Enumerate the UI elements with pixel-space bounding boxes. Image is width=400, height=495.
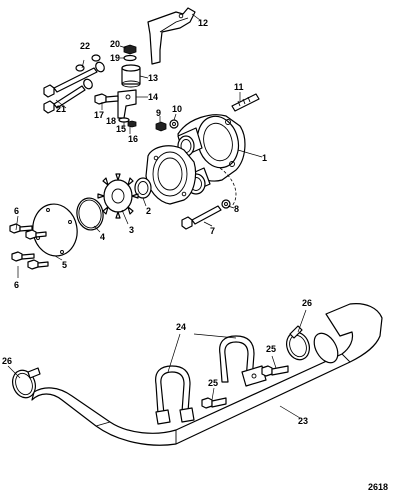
callout-25-right: 25 xyxy=(266,344,276,354)
callout-10: 10 xyxy=(172,104,182,114)
washer-10 xyxy=(169,119,179,129)
stud-11 xyxy=(231,93,260,112)
callout-18: 18 xyxy=(106,116,116,126)
screw-25-left xyxy=(201,397,227,409)
screw-25-right xyxy=(261,365,289,377)
bolt-21-lower xyxy=(43,78,93,114)
nut-15 xyxy=(127,120,137,128)
callout-7: 7 xyxy=(210,226,215,236)
nut-9 xyxy=(155,121,167,132)
callout-8: 8 xyxy=(234,204,239,214)
washer-18 xyxy=(118,117,130,123)
pump-cover-plate xyxy=(145,145,197,205)
isolator-mount xyxy=(121,64,141,88)
gasket-o-ring xyxy=(76,197,104,231)
callout-9: 9 xyxy=(156,108,161,118)
callout-13: 13 xyxy=(148,73,158,83)
callout-1: 1 xyxy=(262,153,267,163)
seal-ring-2 xyxy=(134,177,152,199)
callout-20: 20 xyxy=(110,39,120,49)
callout-3: 3 xyxy=(129,225,134,235)
callout-12: 12 xyxy=(198,18,208,28)
bolt-7 xyxy=(181,205,222,230)
end-cover-plate xyxy=(32,203,78,257)
callout-22: 22 xyxy=(80,41,90,51)
mounting-bracket xyxy=(147,7,196,65)
callout-26-left: 26 xyxy=(2,356,12,366)
washers-22 xyxy=(75,54,101,72)
callout-11: 11 xyxy=(234,82,244,92)
callout-4: 4 xyxy=(100,232,105,242)
callout-labels: 1 2 3 4 5 6 6 7 8 9 10 11 12 13 14 15 16… xyxy=(2,18,312,426)
diagram-reference-number: 2618 xyxy=(368,482,388,492)
callout-6-upper: 6 xyxy=(14,206,19,216)
bolt-21-upper xyxy=(43,61,105,98)
washer-19 xyxy=(123,54,137,62)
nut-20 xyxy=(123,44,137,55)
callout-6-lower: 6 xyxy=(14,280,19,290)
callout-15: 15 xyxy=(116,124,126,134)
callout-2: 2 xyxy=(146,206,151,216)
callout-17: 17 xyxy=(94,110,104,120)
bolt-17 xyxy=(94,93,119,105)
callout-19: 19 xyxy=(110,53,120,63)
washer-8 xyxy=(221,199,231,209)
hose-strap-24-left xyxy=(155,365,195,425)
callout-21: 21 xyxy=(56,104,66,114)
callout-16: 16 xyxy=(128,134,138,144)
screws-6-upper xyxy=(9,223,47,240)
callout-24: 24 xyxy=(176,322,186,332)
callout-26-right: 26 xyxy=(302,298,312,308)
impeller xyxy=(97,173,139,219)
hose-strap-24-right xyxy=(219,335,267,387)
screws-6-lower xyxy=(11,251,49,270)
hose-clamp-26-left xyxy=(12,367,41,399)
leader-lines xyxy=(7,13,307,419)
water-hose xyxy=(31,303,383,446)
callout-5: 5 xyxy=(62,260,67,270)
callout-23: 23 xyxy=(298,416,308,426)
callout-14: 14 xyxy=(148,92,158,102)
small-bracket xyxy=(117,89,137,119)
callout-25-left: 25 xyxy=(208,378,218,388)
